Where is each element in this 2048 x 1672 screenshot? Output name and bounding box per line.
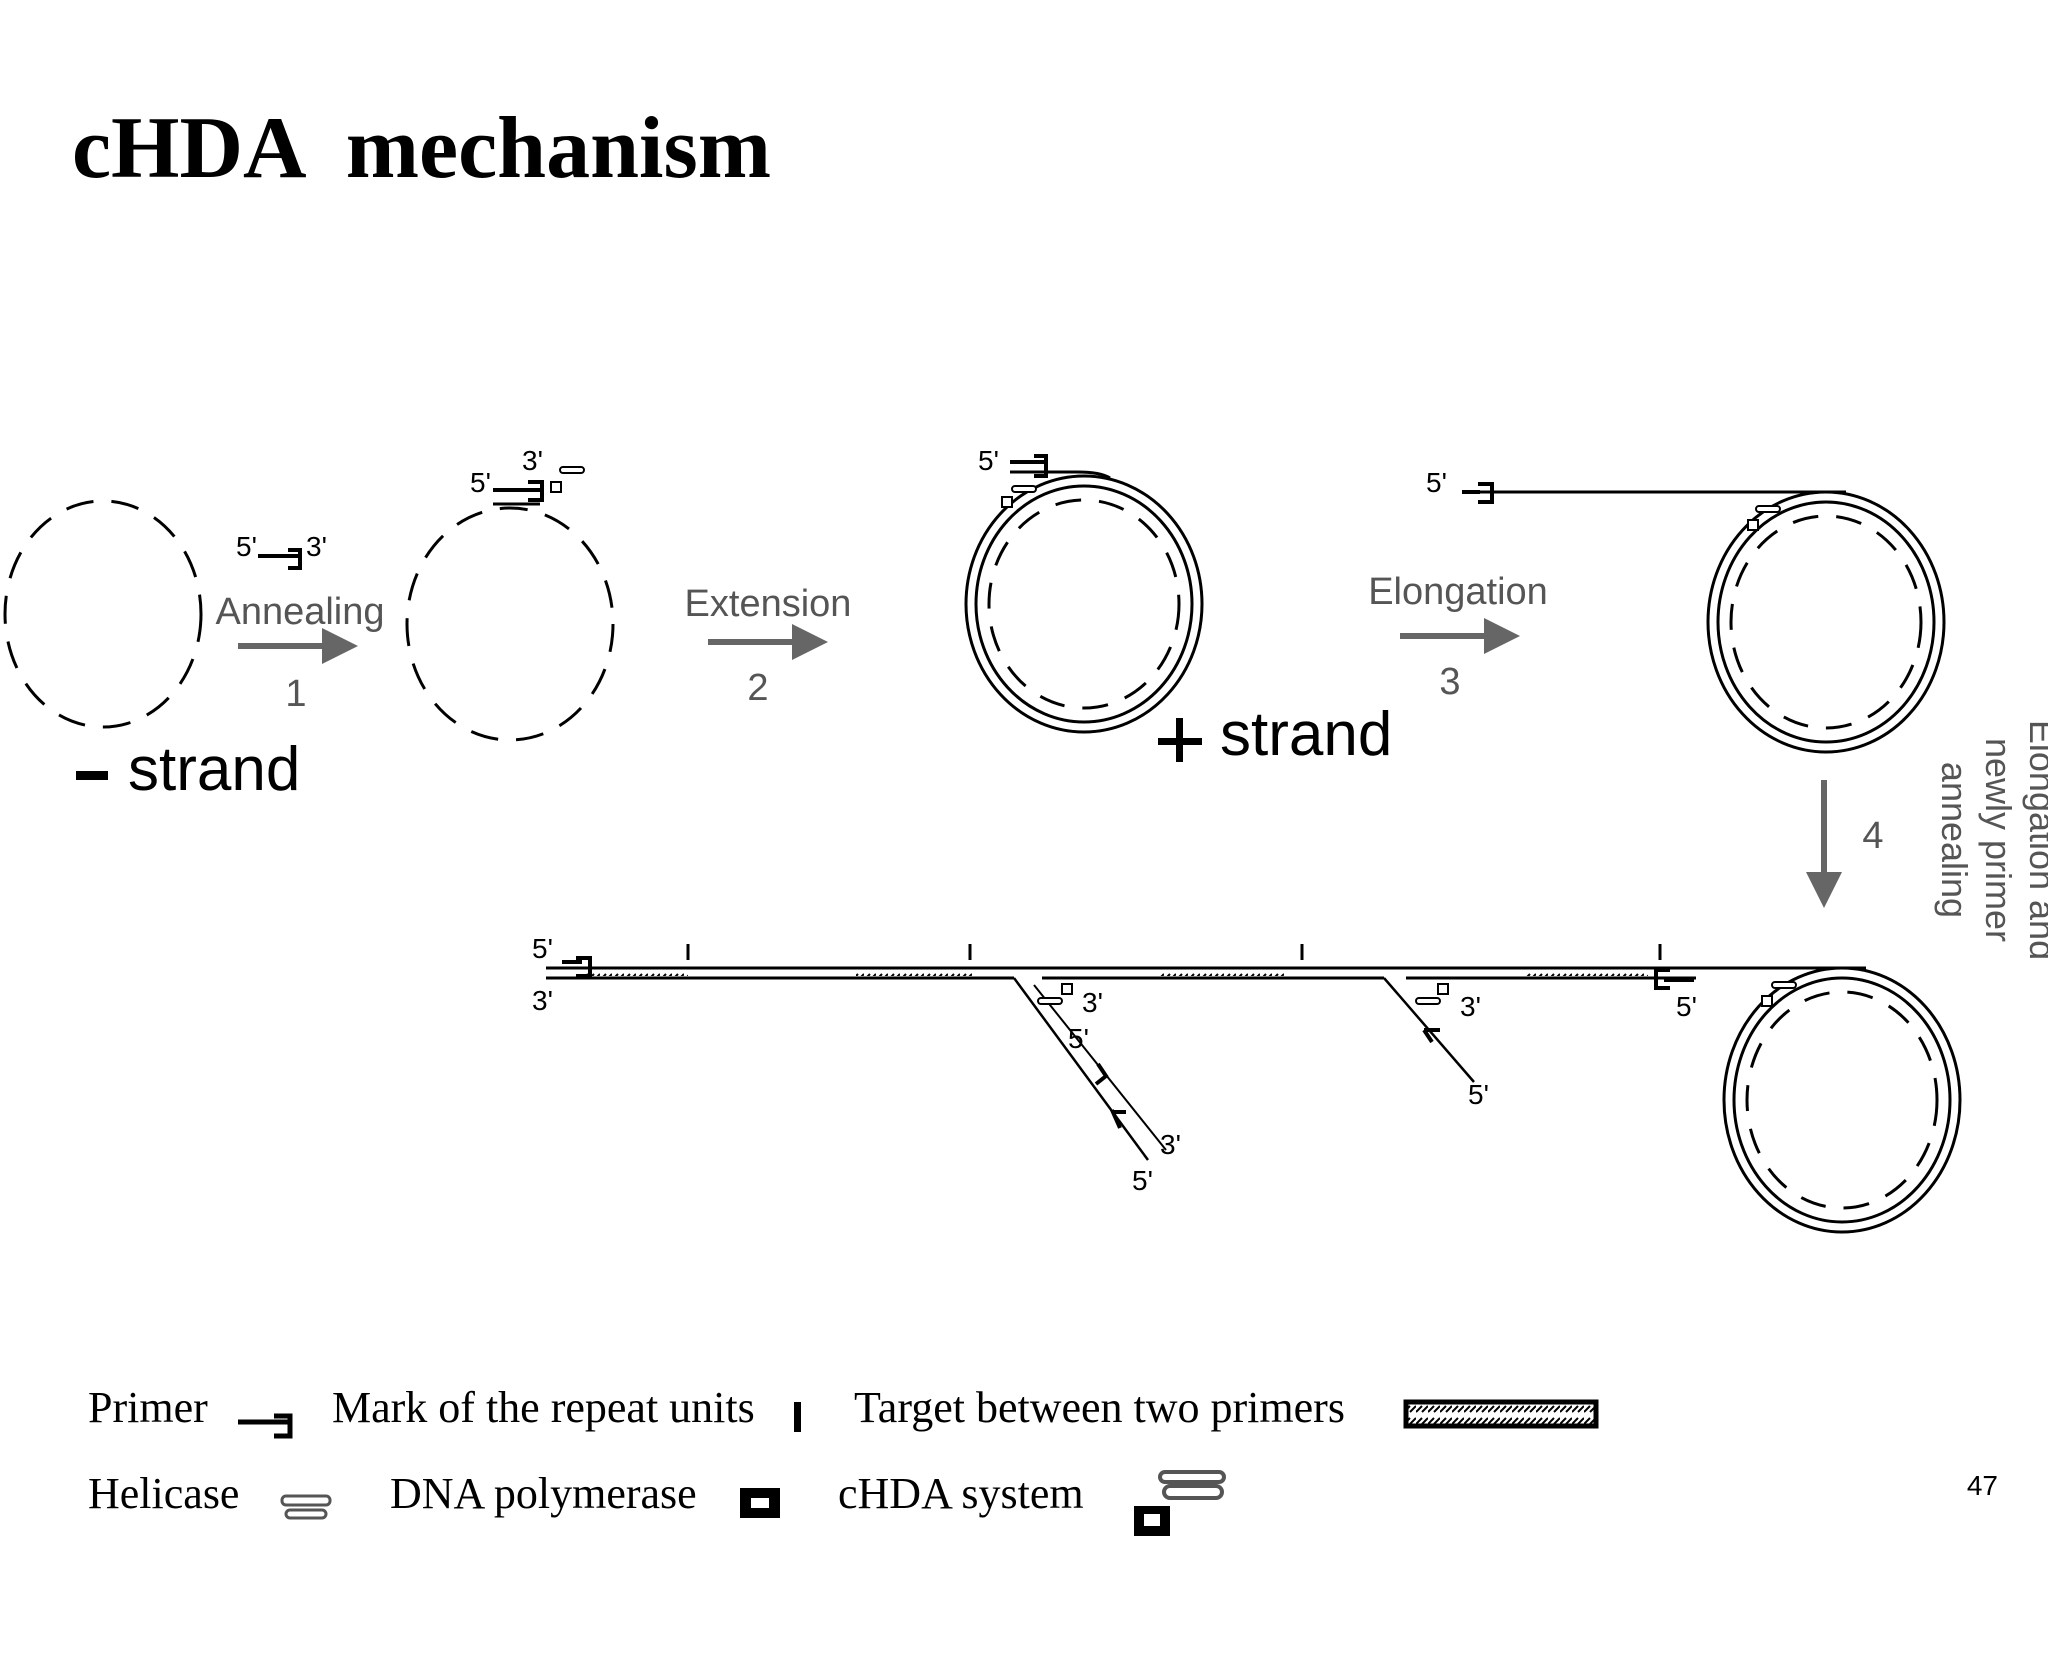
- svg-text:1: 1: [285, 673, 306, 715]
- legend-helicase-symbol: [280, 1494, 332, 1520]
- svg-text:5': 5': [1676, 991, 1697, 1022]
- legend-system-label: cHDA system: [838, 1469, 1084, 1518]
- svg-text:3': 3': [1460, 991, 1481, 1022]
- double-strand-circle: 5': [964, 445, 1204, 734]
- svg-text:3': 3': [532, 985, 553, 1016]
- free-primer: 5' 3': [236, 531, 327, 570]
- svg-text:5': 5': [1426, 467, 1447, 498]
- svg-text:3': 3': [1082, 987, 1103, 1018]
- svg-text:5': 5': [1132, 1165, 1153, 1196]
- minus-strand-label: strand: [76, 735, 300, 804]
- svg-text:3': 3': [306, 531, 327, 562]
- annealed-circle: 5' 3': [405, 445, 615, 742]
- svg-text:4: 4: [1862, 815, 1883, 857]
- svg-text:strand: strand: [128, 735, 300, 804]
- legend-primer-symbol: [238, 1413, 293, 1439]
- elongation-circle: 5': [1426, 467, 1946, 754]
- chda-mechanism-diagram: strand 5' 3' Annealing 1 5' 3' Extension…: [3, 445, 2048, 1536]
- svg-text:3': 3': [522, 445, 543, 476]
- legend-target-symbol: [1403, 1399, 1599, 1429]
- legend-chda-system-symbol: [1134, 1470, 1226, 1536]
- step-1-arrow: Annealing 1: [215, 591, 384, 715]
- step-4-arrow: 4 Elongation and newly primer annealing: [1806, 720, 2048, 960]
- svg-text:5': 5': [978, 445, 999, 476]
- legend-target-label: Target between two primers: [854, 1383, 1345, 1432]
- svg-text:5': 5': [470, 467, 491, 498]
- legend-helicase-label: Helicase: [88, 1469, 240, 1518]
- rolling-circle-product: 5' 3' 5' 3' 3' 5' 3' 5' 5': [532, 933, 1962, 1234]
- svg-text:Elongation and: Elongation and: [2022, 720, 2048, 960]
- plus-strand-label: strand: [1158, 700, 1392, 769]
- svg-text:Elongation: Elongation: [1368, 571, 1548, 613]
- svg-text:strand: strand: [1220, 700, 1392, 769]
- svg-text:annealing: annealing: [1934, 762, 1975, 918]
- svg-text:3: 3: [1439, 661, 1460, 703]
- legend-polymerase-symbol: [740, 1488, 780, 1518]
- svg-text:3': 3': [1160, 1129, 1181, 1160]
- svg-text:5': 5': [1068, 1023, 1089, 1054]
- slide-title: cHDA mechanism: [72, 100, 772, 197]
- legend-repeat-mark-label: Mark of the repeat units: [332, 1383, 755, 1432]
- svg-text:2: 2: [747, 667, 768, 709]
- minus-strand-circle: [3, 499, 203, 729]
- legend-polymerase-label: DNA polymerase: [390, 1469, 697, 1518]
- svg-text:Extension: Extension: [685, 583, 852, 625]
- svg-text:5': 5': [1468, 1079, 1489, 1110]
- legend-row-1: Primer Mark of the repeat units Target b…: [88, 1382, 1345, 1586]
- step-3-arrow: Elongation 3: [1368, 571, 1548, 703]
- legend-repeat-mark-symbol: [794, 1402, 801, 1432]
- page-number: 47: [1966, 1470, 1998, 1501]
- svg-text:newly primer: newly primer: [1978, 738, 2019, 942]
- legend-row-2: Helicase DNA polymerase cHDA system: [88, 1468, 1084, 1672]
- svg-text:5': 5': [532, 933, 553, 964]
- svg-text:Annealing: Annealing: [215, 591, 384, 633]
- step-2-arrow: Extension 2: [685, 583, 852, 709]
- svg-text:5': 5': [236, 531, 257, 562]
- legend-primer-label: Primer: [88, 1383, 208, 1432]
